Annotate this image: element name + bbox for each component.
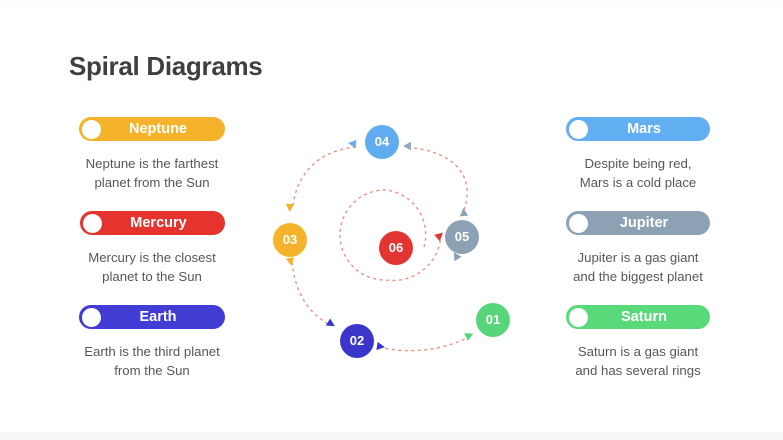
- description-saturn: Saturn is a gas giant and has several ri…: [575, 344, 701, 378]
- pill-label: Mercury: [130, 215, 187, 231]
- pill-label: Neptune: [129, 121, 187, 137]
- arrow-out-03: [285, 257, 295, 266]
- pill-dot-icon: [568, 213, 588, 233]
- top-edge-artifact: [0, 0, 783, 8]
- arrow-into-02: [325, 318, 335, 327]
- arrowheads: [285, 139, 474, 351]
- spiral-step-03: 03: [273, 223, 307, 257]
- step-number: 03: [282, 232, 298, 247]
- page-title: Spiral Diagrams: [69, 51, 263, 81]
- arrow-into-03: [285, 203, 295, 212]
- arrow-into-06-red: [434, 232, 443, 242]
- arc-03-to-02: [291, 261, 331, 326]
- step-number: 06: [388, 240, 404, 255]
- spiral-step-02: 02: [340, 324, 374, 358]
- arc-05-to-04: [405, 146, 468, 211]
- description-earth: Earth is the third planet from the Sun: [84, 344, 220, 378]
- pill-mercury: Mercury: [80, 211, 225, 235]
- arrow-out-05: [459, 208, 469, 217]
- spiral-step-05: 05: [445, 220, 479, 254]
- pill-dot-icon: [568, 119, 588, 139]
- arrow-into-05: [453, 252, 462, 262]
- arc-02-to-01: [378, 336, 470, 352]
- spiral-step-01: 01: [476, 303, 510, 337]
- bottom-edge-artifact: [0, 432, 783, 440]
- arrow-into-04: [403, 141, 411, 151]
- spiral-step-04: 04: [365, 125, 399, 159]
- pill-jupiter: Jupiter: [566, 211, 710, 235]
- description-mercury: Mercury is the closest planet to the Sun: [88, 250, 216, 284]
- spiral-inner-loop: [339, 189, 442, 282]
- pill-label: Mars: [627, 121, 661, 137]
- pill-dot-icon: [81, 119, 101, 139]
- pill-mars: Mars: [566, 117, 710, 141]
- description-jupiter: Jupiter is a gas giant and the biggest p…: [573, 250, 703, 284]
- pill-label: Saturn: [621, 309, 667, 325]
- pill-dot-icon: [81, 307, 101, 327]
- description-mars: Despite being red, Mars is a cold place: [579, 156, 697, 190]
- spiral-step-06: 06: [379, 231, 413, 265]
- arrow-out-02: [376, 341, 385, 351]
- pill-label: Jupiter: [619, 215, 669, 231]
- arrow-out-04: [348, 139, 357, 149]
- step-number: 05: [454, 229, 470, 244]
- pill-dot-icon: [568, 307, 588, 327]
- pill-dot-icon: [82, 213, 102, 233]
- pill-label: Earth: [139, 309, 177, 325]
- arc-04-to-03: [292, 146, 357, 206]
- pill-neptune: Neptune: [79, 117, 225, 141]
- pill-saturn: Saturn: [566, 305, 710, 329]
- step-number: 04: [374, 134, 390, 149]
- pill-earth: Earth: [79, 305, 225, 329]
- description-neptune: Neptune is the farthest planet from the …: [85, 156, 219, 190]
- step-number: 01: [485, 312, 501, 327]
- step-number: 02: [349, 333, 365, 348]
- arrow-into-01: [464, 333, 474, 341]
